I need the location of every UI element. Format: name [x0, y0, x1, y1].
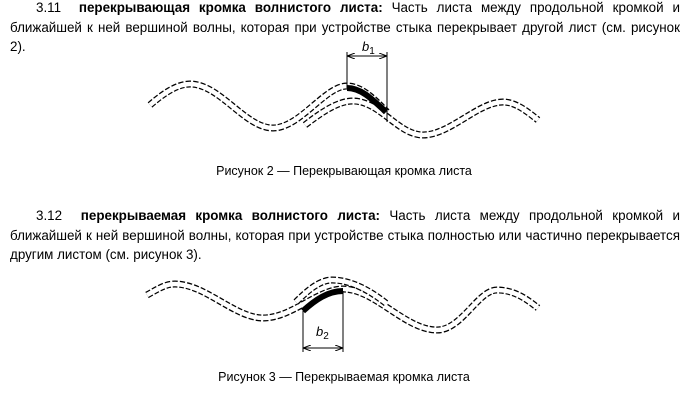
- figure-2-caption: Рисунок 2 — Перекрывающая кромка листа: [216, 164, 472, 178]
- figure-3-drawing: b2: [145, 276, 541, 352]
- term: перекрываемая кромка волнистого листа:: [80, 208, 380, 223]
- figure-2-drawing: b1: [147, 39, 541, 139]
- figure-3-caption: Рисунок 3 — Перекрываемая кромка листа: [218, 370, 470, 384]
- overlapped-edge-highlight: [300, 288, 344, 314]
- definition-text: Часть листа между продольной кромкой и б…: [10, 208, 680, 262]
- lower-sheet: [302, 97, 541, 139]
- definition-text: Часть листа между продольной кромкой и б…: [10, 0, 680, 54]
- clause-number: 3.11: [36, 0, 62, 15]
- definition-3-12: 3.12 перекрываемая кромка волнистого лис…: [10, 206, 680, 265]
- label-b2: b2: [316, 324, 329, 342]
- overlapping-edge-highlight: [346, 85, 389, 115]
- definition-3-11: 3.11 перекрывающая кромка волнистого лис…: [10, 0, 680, 57]
- clause-number: 3.12: [36, 208, 63, 223]
- label-b1: b1: [362, 39, 375, 57]
- term: перекрывающая кромка волнистого листа:: [78, 0, 383, 15]
- upper-sheet: [293, 276, 390, 307]
